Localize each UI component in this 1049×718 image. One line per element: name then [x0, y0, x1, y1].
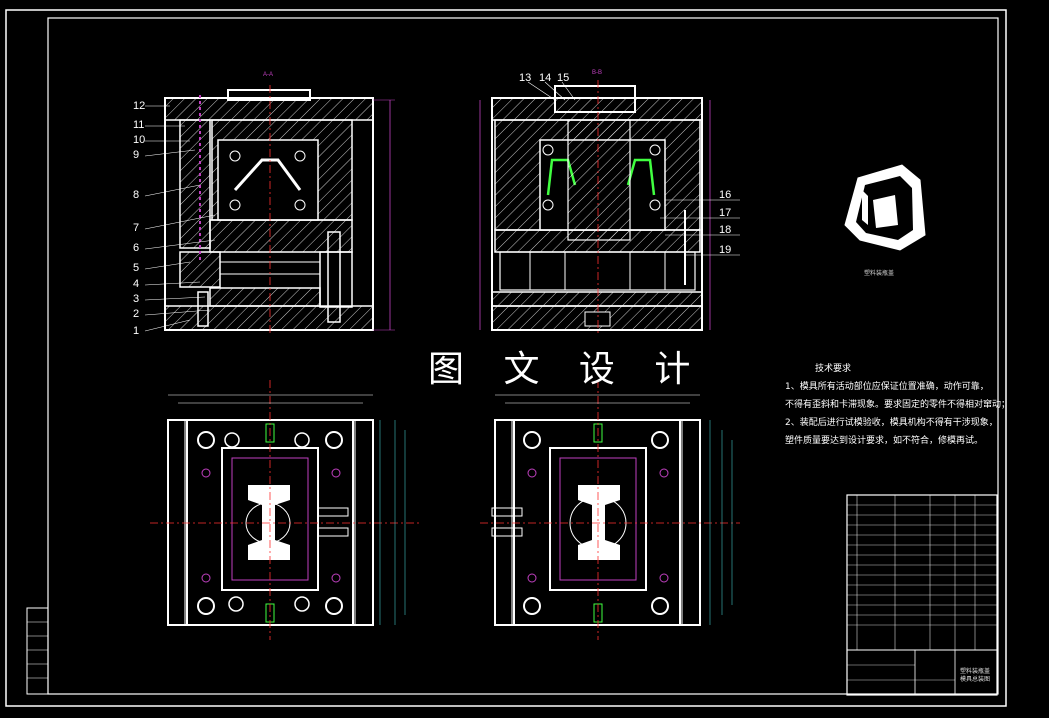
title-block [26, 494, 998, 696]
part-label-1: 1 [133, 325, 140, 337]
part-label-13: 13 [519, 72, 532, 84]
watermark: 图 文 设 计 [428, 349, 705, 390]
part-label-2: 2 [133, 308, 140, 320]
notes-line-3: 2、装配后进行试模验收，模具机构不得有干涉现象， [785, 418, 998, 428]
part-label-14: 14 [539, 72, 552, 84]
technical-requirements: 技术要求 1、模具所有活动部位应保证位置准确，动作可靠， 不得有歪斜和卡滞现象。… [785, 360, 1010, 450]
part-label-4: 4 [133, 278, 140, 290]
right-plan-view [480, 380, 740, 640]
outer-frame [5, 9, 1007, 707]
part-label-7: 7 [133, 222, 140, 234]
part-label-17: 17 [719, 207, 732, 219]
part-label-9: 9 [133, 149, 140, 161]
part-label-18: 18 [719, 224, 732, 236]
product-isometric [844, 164, 926, 251]
part-label-11: 11 [133, 119, 145, 131]
title-name-2: 模具总装图 [960, 676, 991, 683]
title-name-1: 塑料装瓶盖 [960, 668, 991, 675]
part-label-12: 12 [133, 100, 146, 112]
notes-line-1: 1、模具所有活动部位应保证位置准确，动作可靠， [785, 382, 989, 392]
part-label-3: 3 [133, 293, 140, 305]
inner-frame [47, 17, 999, 695]
notes-line-4: 塑件质量要达到设计要求，如不符合，修模再试。 [785, 436, 984, 446]
left-plan-view [150, 380, 420, 640]
part-label-15: 15 [557, 72, 570, 84]
part-label-10: 10 [133, 134, 146, 146]
left-section-view [144, 85, 395, 335]
part-label-8: 8 [133, 189, 140, 201]
product-caption: 塑料装瓶盖 [864, 270, 895, 277]
section-mark-b: B-B [592, 70, 603, 76]
notes-title: 技术要求 [815, 364, 852, 374]
part-label-19: 19 [719, 244, 732, 256]
part-label-16: 16 [719, 189, 732, 201]
section-mark-a: A-A [263, 72, 274, 78]
part-label-5: 5 [133, 262, 140, 274]
right-section-view [479, 80, 740, 335]
notes-line-2: 不得有歪斜和卡滞现象。要求固定的零件不得相对窜动； [785, 400, 1011, 410]
part-label-6: 6 [133, 242, 140, 254]
